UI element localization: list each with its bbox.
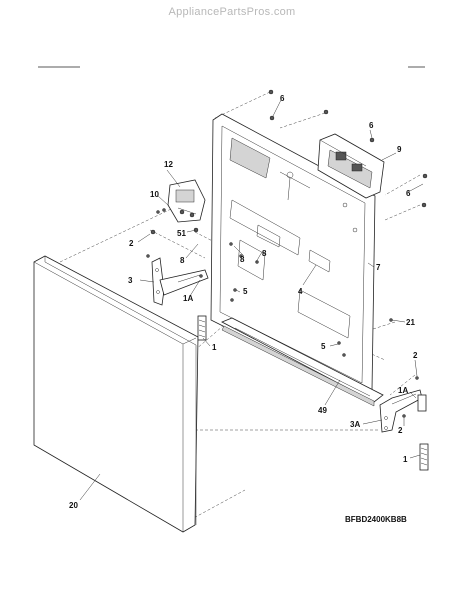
callout-3A: 3A	[350, 420, 360, 429]
callout-3: 3	[128, 276, 133, 285]
callout-5: 5	[243, 287, 248, 296]
callout-4: 4	[298, 287, 303, 296]
leader-lines	[79, 99, 424, 501]
callout-8: 8	[240, 255, 245, 264]
left-hinge-spring	[197, 315, 207, 341]
detergent-cup-opening	[229, 137, 271, 179]
callout-10: 10	[150, 190, 159, 199]
dispenser-module	[317, 133, 385, 199]
callout-1A: 1A	[183, 294, 193, 303]
right-hinge-arm	[379, 389, 427, 433]
callout-20: 20	[69, 501, 78, 510]
callout-1: 1	[403, 455, 408, 464]
door-switch-assembly	[167, 179, 206, 223]
model-code: BFBD2400KB8B	[345, 515, 407, 524]
callout-51: 51	[177, 229, 186, 238]
outer-door-panel	[33, 255, 199, 533]
callout-2: 2	[413, 351, 418, 360]
callout-12: 12	[164, 160, 173, 169]
bottom-trim-strip	[221, 317, 384, 407]
callout-1A: 1A	[398, 386, 408, 395]
callout-6: 6	[280, 94, 285, 103]
projection-lines	[59, 91, 421, 521]
callout-21: 21	[406, 318, 415, 327]
callout-6: 6	[406, 189, 411, 198]
inner-door-liner	[210, 113, 376, 397]
right-hinge-spring	[419, 443, 429, 471]
callout-6: 6	[369, 121, 374, 130]
callout-2: 2	[129, 239, 134, 248]
screws	[146, 89, 428, 418]
watermark: AppliancePartsPros.com	[168, 6, 296, 18]
callout-5: 5	[321, 342, 326, 351]
callout-8: 8	[180, 256, 185, 265]
callout-8: 8	[262, 249, 267, 258]
callout-9: 9	[397, 145, 402, 154]
left-hinge-arm	[151, 257, 209, 306]
callout-49: 49	[318, 406, 327, 415]
callout-labels: 6 6 6 9 12 10 51 2 8 8 8 7 4 3 5 1A 1 21…	[69, 94, 418, 510]
callout-2: 2	[398, 426, 403, 435]
callout-7: 7	[376, 263, 381, 272]
callout-1: 1	[212, 343, 217, 352]
